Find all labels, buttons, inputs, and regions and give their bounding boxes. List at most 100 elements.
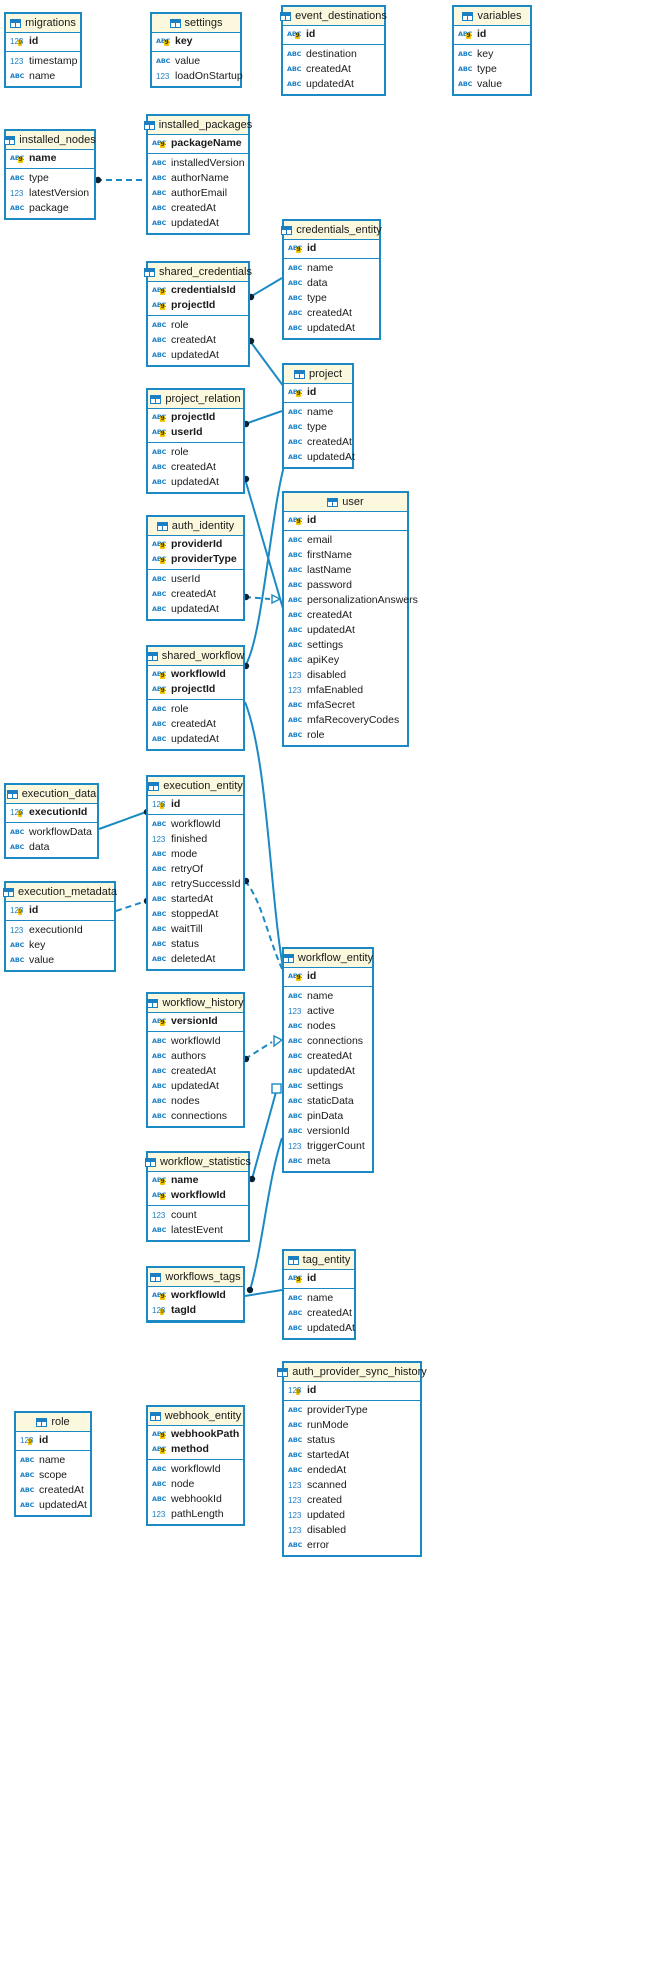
primary-key-column[interactable]: ABC9id — [284, 513, 407, 528]
entity-header[interactable]: shared_credentials — [144, 263, 252, 282]
entity-header[interactable]: tag_entity — [284, 1251, 354, 1270]
entity-table-workflow_statistics[interactable]: workflow_statisticsABC9nameABC9workflowI… — [144, 1151, 251, 1242]
primary-key-column[interactable]: ABC9name — [6, 151, 94, 166]
primary-key-column[interactable]: ABC9workflowId — [148, 1288, 243, 1303]
primary-key-column[interactable]: ABC9id — [284, 385, 352, 400]
entity-table-shared_workflow[interactable]: shared_workflowABC9workflowIdABC9project… — [146, 645, 245, 751]
entity-table-auth_identity[interactable]: auth_identityABC9providerIdABC9providerT… — [146, 515, 245, 621]
entity-table-credentials_entity[interactable]: credentials_entityABC9idABCnameABCdataAB… — [281, 219, 382, 340]
primary-key-column[interactable]: ABC9webhookPath — [148, 1427, 243, 1442]
entity-header[interactable]: variables — [454, 7, 530, 26]
entity-table-shared_credentials[interactable]: shared_credentialsABC9credentialsIdABC9p… — [144, 261, 252, 367]
primary-key-column[interactable]: ABC9id — [284, 1271, 354, 1286]
entity-header[interactable]: auth_identity — [148, 517, 243, 536]
entity-header[interactable]: event_destinations — [280, 7, 387, 26]
primary-key-column[interactable]: ABC9id — [284, 241, 379, 256]
entity-header[interactable]: role — [16, 1413, 90, 1432]
entity-header[interactable]: credentials_entity — [281, 221, 382, 240]
primary-key-column[interactable]: ABC9projectId — [148, 682, 243, 697]
primary-key-column[interactable]: ABC9method — [148, 1442, 243, 1457]
entity-table-webhook_entity[interactable]: webhook_entityABC9webhookPathABC9methodA… — [146, 1405, 245, 1526]
primary-key-column[interactable]: ABC9credentialsId — [148, 283, 248, 298]
primary-key-column[interactable]: ABC9projectId — [148, 410, 243, 425]
entity-table-workflows_tags[interactable]: workflows_tagsABC9workflowId1239tagId — [146, 1266, 245, 1323]
entity-header[interactable]: project — [284, 365, 352, 384]
primary-key-column[interactable]: ABC9userId — [148, 425, 243, 440]
entity-table-project[interactable]: projectABC9idABCnameABCtypeABCcreatedAtA… — [282, 363, 355, 469]
entity-header[interactable]: auth_provider_sync_history — [277, 1363, 427, 1382]
primary-key-column[interactable]: ABC9workflowId — [148, 1188, 248, 1203]
primary-key-column[interactable]: ABC9key — [152, 34, 240, 49]
entity-header[interactable]: execution_entity — [148, 777, 243, 796]
primary-key-column[interactable]: ABC9providerType — [148, 552, 243, 567]
primary-key-column[interactable]: ABC9providerId — [148, 537, 243, 552]
